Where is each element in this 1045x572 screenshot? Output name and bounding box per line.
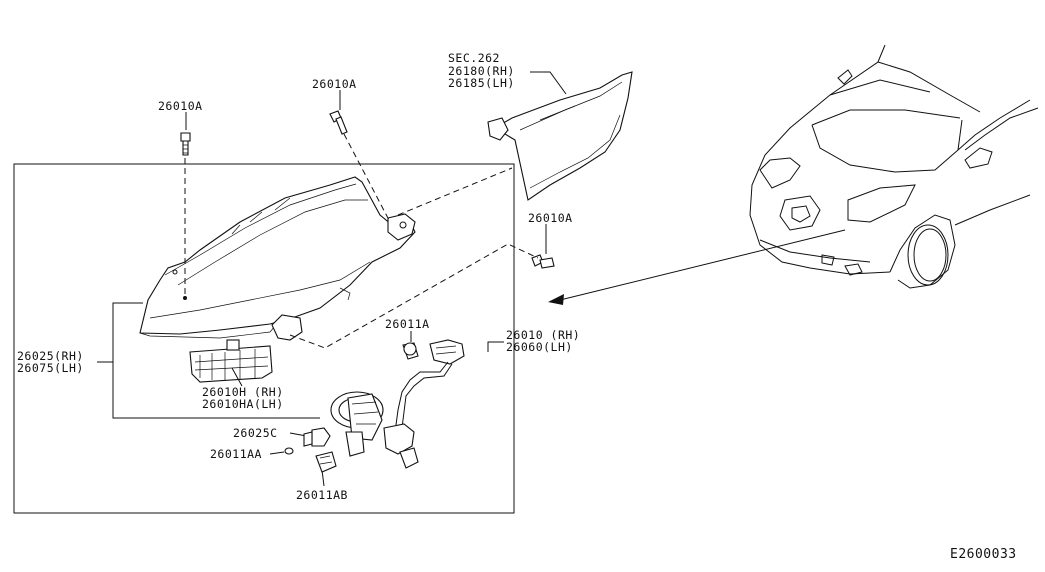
label-headlamp-rh: 26010 (RH) xyxy=(506,328,580,342)
bulb-26011AA xyxy=(284,447,294,455)
label-sec-lh: 26185(LH) xyxy=(448,76,515,90)
label-bracket-rh: 26010H (RH) xyxy=(202,385,284,399)
bolt-right xyxy=(531,254,555,269)
label-sec-ref: SEC.262 xyxy=(448,51,500,65)
assembly-frame xyxy=(13,163,515,514)
label-sec-rh: 26180(RH) xyxy=(448,64,515,78)
label-bolt-top-left: 26010A xyxy=(158,99,203,113)
label-bulb-c: 26025C xyxy=(233,426,278,440)
harness-connector xyxy=(395,339,465,429)
bulb-26025C xyxy=(303,427,331,447)
headlamp-assembly xyxy=(139,176,416,341)
housing-bracket-line xyxy=(112,302,320,419)
bolt-top-left xyxy=(180,132,191,156)
socket-26011A xyxy=(402,342,419,360)
label-bulb-aa: 26011AA xyxy=(210,447,262,461)
label-bolt-right: 26010A xyxy=(528,211,573,225)
label-housing-lh: 26075(LH) xyxy=(17,361,84,375)
label-headlamp-lh: 26060(LH) xyxy=(506,340,573,354)
label-bulb-ab: 26011AB xyxy=(296,488,348,502)
bolt-top-center xyxy=(329,110,348,135)
bulb-26011AB xyxy=(315,451,337,473)
sec262-bezel xyxy=(487,71,633,201)
label-bolt-top-center: 26010A xyxy=(312,77,357,91)
vehicle-illustration xyxy=(749,44,1039,289)
label-bracket-lh: 26010HA(LH) xyxy=(202,397,284,411)
bracket-26010H xyxy=(189,339,273,383)
label-socket: 26011A xyxy=(385,317,430,331)
main-bulb-socket xyxy=(330,391,419,469)
diagram-code: E2600033 xyxy=(950,547,1017,562)
label-housing-rh: 26025(RH) xyxy=(17,349,84,363)
